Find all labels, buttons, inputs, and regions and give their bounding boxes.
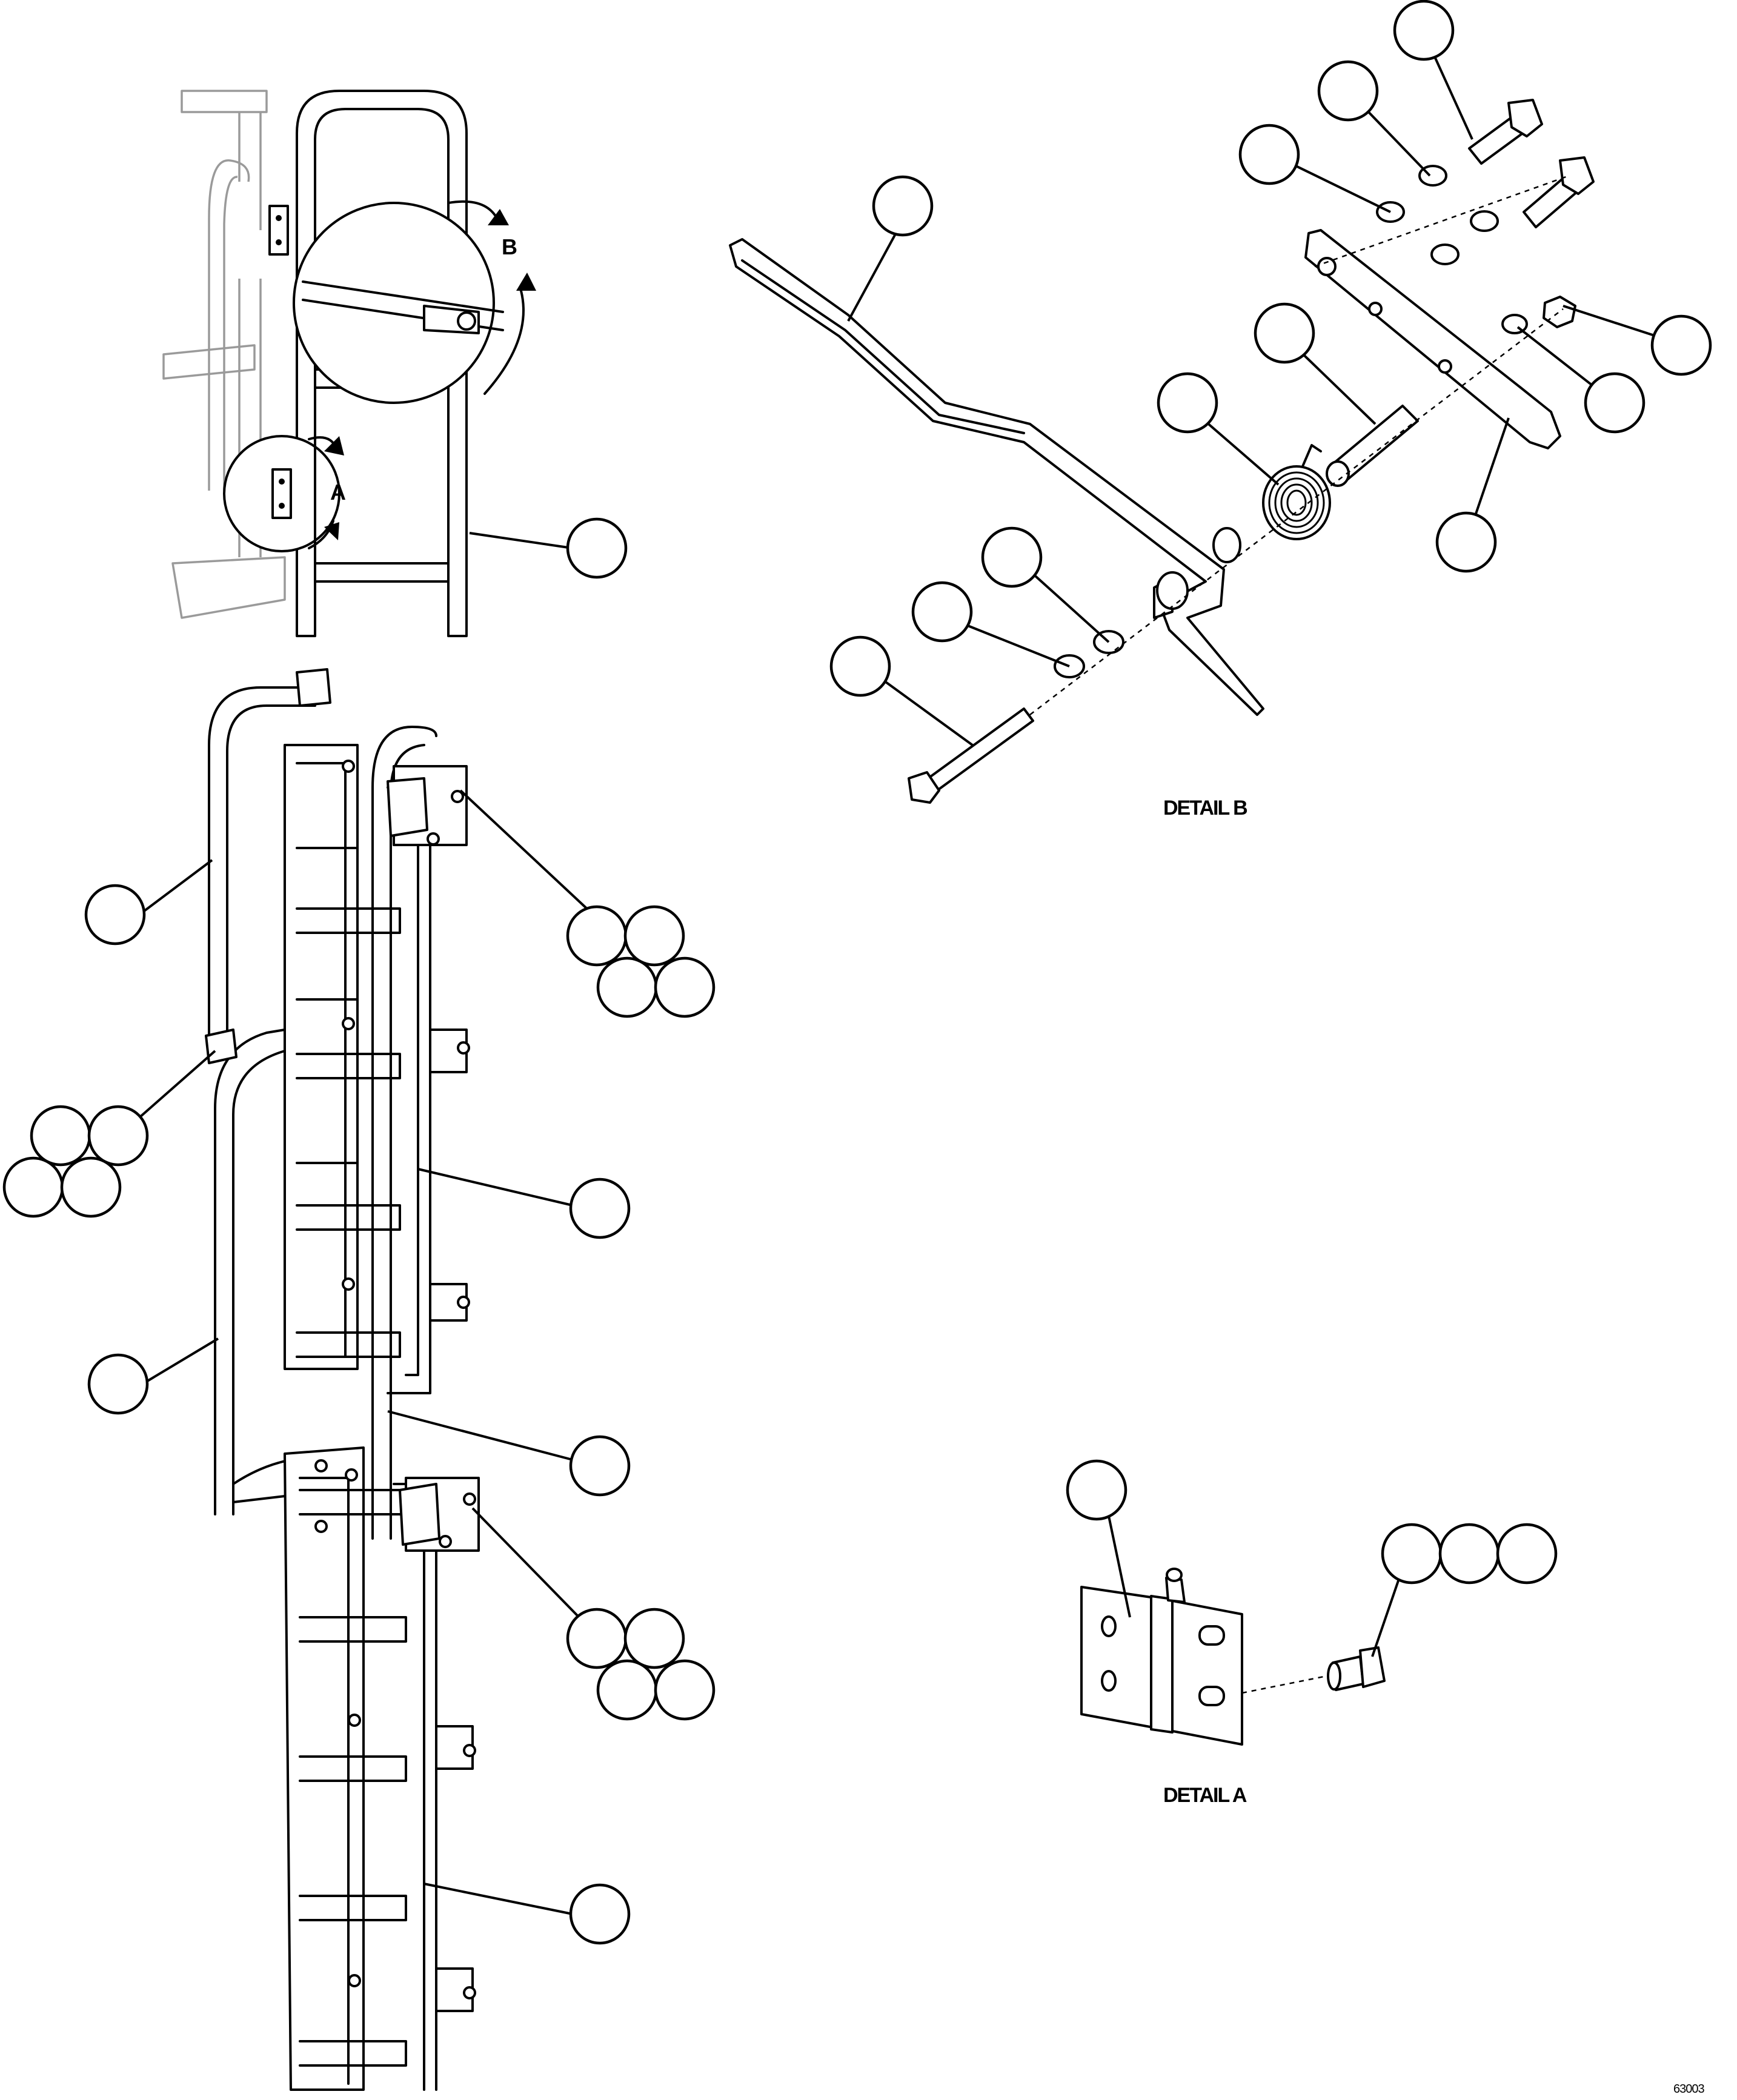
item-bubble <box>1496 1523 1558 1585</box>
detail-b-latch-view: DETAIL B <box>729 0 1712 820</box>
lower-handrail <box>214 1028 286 1515</box>
detail-a-caption: DETAIL A <box>1163 1784 1247 1807</box>
item-bubble <box>1584 372 1646 434</box>
upper-handrail <box>208 686 316 1049</box>
item-bubble <box>1650 314 1712 376</box>
item-bubble <box>911 581 973 643</box>
item-bubble <box>566 905 628 967</box>
item-bubble <box>1157 372 1218 434</box>
ghost-structure <box>162 90 286 619</box>
item-bubble <box>566 517 628 579</box>
item-bubble <box>596 1659 658 1721</box>
item-bubble <box>87 1353 149 1415</box>
item-bubble <box>569 1435 631 1497</box>
item-bubble <box>84 884 146 946</box>
mounting-bracket <box>1304 229 1561 449</box>
item-bubble <box>623 905 685 967</box>
item-bubble <box>1317 60 1379 122</box>
item-bubble <box>654 1659 716 1721</box>
item-bubble <box>596 956 658 1018</box>
item-bubble <box>569 1883 631 1945</box>
item-bubble <box>569 1178 631 1239</box>
lower-ladder-section <box>284 1446 480 2091</box>
detail-a-hinge-view: DETAIL A <box>1066 1459 1558 1807</box>
item-bubble <box>1435 511 1497 573</box>
detail-b-callout-circle <box>293 202 504 404</box>
drawing-code: 63003 <box>1673 2082 1704 2096</box>
item-bubble <box>829 635 891 697</box>
item-bubble <box>1066 1459 1128 1521</box>
item-bubble <box>623 1608 685 1669</box>
gate-frame <box>296 90 468 637</box>
exploded-ladder-view <box>2 517 716 2091</box>
rotation-arrow-b <box>447 200 525 395</box>
item-bubble <box>60 1156 122 1218</box>
detail-a-marker: A <box>330 480 346 505</box>
item-bubble <box>1393 0 1455 61</box>
item-bubble <box>2 1156 64 1218</box>
detail-b-marker: B <box>502 234 517 259</box>
item-bubble <box>872 175 934 237</box>
upper-hinge-icon <box>268 205 289 256</box>
item-bubble <box>1381 1523 1443 1585</box>
item-bubble <box>654 956 716 1018</box>
item-bubble <box>30 1105 91 1167</box>
item-bubble <box>566 1608 628 1669</box>
shoulder-bolt-icon <box>1327 1646 1386 1691</box>
item-bubble <box>1254 302 1315 364</box>
item-bubble <box>1238 124 1300 185</box>
detail-b-caption: DETAIL B <box>1163 797 1247 820</box>
latch-arm <box>729 238 1264 716</box>
torsion-spring-icon <box>1262 444 1331 540</box>
overview-gate-view: B A <box>162 90 536 637</box>
item-bubble <box>981 526 1043 588</box>
detail-a-callout-circle <box>223 435 340 552</box>
upper-ladder-section <box>284 726 470 1540</box>
item-bubble <box>87 1105 149 1167</box>
item-bubble <box>1438 1523 1500 1585</box>
